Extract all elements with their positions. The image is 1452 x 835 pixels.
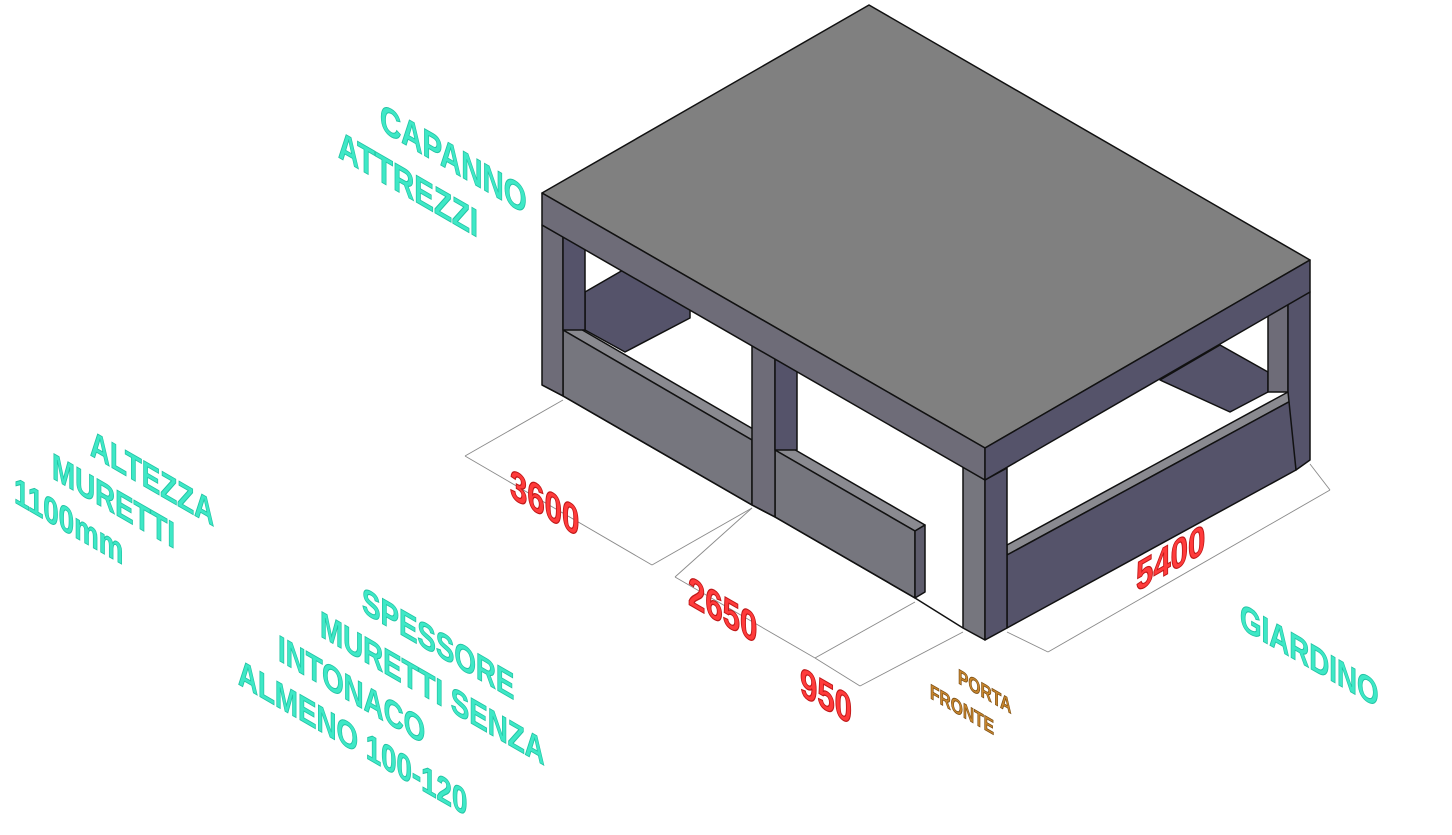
- roof-side-face: [984, 259, 1311, 481]
- dimension-950: 950: [800, 659, 852, 735]
- roof-slab: [541, 4, 1311, 481]
- shed-label: CAPANNO ATTREZZI: [338, 94, 527, 247]
- base-line: [541, 384, 964, 629]
- wall-height-label: ALTEZZA MURETTI 1100mm: [14, 423, 215, 575]
- front-middle-wall: [774, 443, 926, 599]
- dimension-3600: 3600: [510, 461, 579, 547]
- dimension-lines: [464, 399, 1331, 687]
- columns: [541, 224, 1311, 641]
- dimension-2650: 2650: [688, 568, 757, 654]
- wall-thickness-label: SPESSORE MURETTI SENZA INTONACO ALMENO 1…: [238, 580, 546, 826]
- front-left-wall: [562, 323, 761, 506]
- garden-label: GIARDINO: [1240, 596, 1379, 717]
